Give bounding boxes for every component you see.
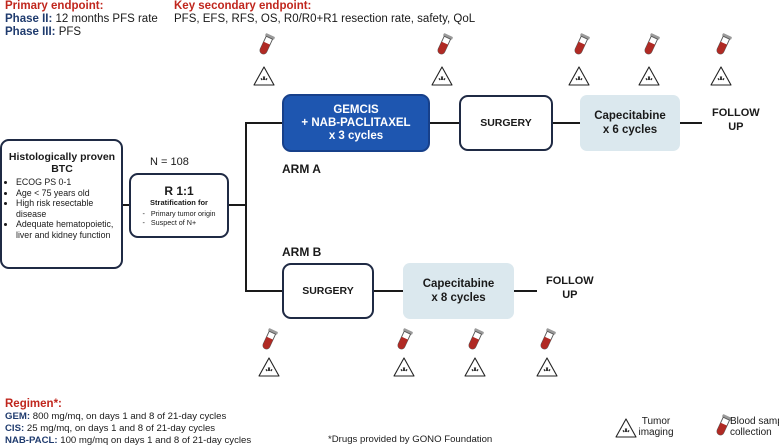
tumor-imaging-icon [568,66,590,86]
connector-branch-vertical [245,122,247,292]
arm-a-chemo-box: GEMCIS + NAB-PACLITAXEL x 3 cycles [282,94,430,152]
blood-tube-icon [434,32,454,57]
phase3-text: PFS [58,26,82,38]
arm-a-chemo-line3: x 3 cycles [328,129,384,142]
arm-b-capecitabine-box: Capecitabine x 8 cycles [403,263,514,319]
connector-a-surgery-cape [553,122,580,124]
arm-b-surgery-label: SURGERY [302,285,354,297]
tumor-imaging-icon [431,66,453,86]
randomization-ratio: R 1:1 [164,183,194,198]
connector-arm-a-start [245,122,282,124]
arm-b-label: ARM B [282,245,322,259]
blood-tube-icon [713,413,733,438]
phase2-label: Phase II: [5,13,53,25]
legend: Tumor imaging Blood sample collection [612,413,779,445]
regimen-section: Regimen*: GEM: 800 mg/mq, on days 1 and … [5,397,251,447]
secondary-endpoint: Key secondary endpoint: PFS, EFS, RFS, O… [174,0,475,26]
connector-a-chemo-surgery [430,122,459,124]
secondary-endpoint-title: Key secondary endpoint: [174,0,312,12]
stratification-title: Stratification for [150,197,208,207]
arm-b-cape-line2: x 8 cycles [431,292,486,304]
phase2-text: 12 months PFS rate [55,13,158,25]
phase3-label: Phase III: [5,26,56,38]
tumor-imaging-icon [710,66,732,86]
connector-a-cape-follow [680,122,702,124]
primary-endpoint-title: Primary endpoint: [5,0,104,12]
arm-a-chemo-line1: GEMCIS [333,103,379,116]
eligibility-item: High risk resectable disease [16,198,117,219]
tumor-imaging-icon [638,66,660,86]
stratification-item: - Suspect of N+ [142,217,197,227]
arm-b-follow-line1: FOLLOW [546,275,594,287]
eligibility-item: ECOG PS 0-1 [16,177,117,188]
blood-tube-icon [571,32,591,57]
blood-tube-icon [537,327,557,352]
connector-elig-rand [122,204,129,206]
eligibility-list: ECOG PS 0-1 Age < 75 years old High risk… [7,177,117,241]
arm-a-follow-up: FOLLOW UP [712,106,760,134]
arm-b-cape-line1: Capecitabine [422,278,495,290]
primary-endpoint: Primary endpoint: Phase II: 12 months PF… [5,0,158,39]
arm-a-label: ARM A [282,162,321,176]
arm-a-cape-line1: Capecitabine [594,110,666,122]
arm-a-surgery-label: SURGERY [480,117,532,129]
eligibility-box: Histologically proven BTC ECOG PS 0-1 Ag… [0,139,123,269]
regimen-text: 100 mg/mq on days 1 and 8 of 21-day cycl… [60,435,252,446]
arm-a-surgery-box: SURGERY [459,95,553,151]
legend-tumor-line1: Tumor [641,416,671,427]
arm-a-follow-line2: UP [728,121,744,133]
arm-b-follow-line2: UP [562,289,578,301]
arm-b-follow-up: FOLLOW UP [546,274,594,302]
tumor-imaging-icon [464,357,486,377]
connector-b-cape-follow [514,290,537,292]
blood-tube-icon [713,32,733,57]
tumor-imaging-icon [393,357,415,377]
eligibility-title: Histologically proven BTC [8,151,116,175]
eligibility-item: Adequate hematopoietic, liver and kidney… [16,219,117,240]
connector-rand-branch [229,204,246,206]
regimen-drug: NAB-PACL: [5,435,58,446]
connector-b-surgery-cape [373,290,403,292]
legend-tumor-line2: imaging [638,427,674,438]
blood-tube-icon [641,32,661,57]
regimen-text: 800 mg/mq, on days 1 and 8 of 21-day cyc… [32,411,227,422]
legend-blood-line1: Blood sample [730,416,779,427]
tumor-imaging-icon [258,357,280,377]
randomization-box: R 1:1 Stratification for - Primary tumor… [129,173,229,238]
tumor-imaging-icon [253,66,275,86]
blood-tube-icon [259,327,279,352]
arm-b-surgery-box: SURGERY [282,263,374,319]
sample-size-label: N = 108 [150,156,189,168]
regimen-text: 25 mg/mq, on days 1 and 8 of 21-day cycl… [26,423,216,434]
regimen-title: Regimen*: [5,398,62,410]
stratification-list: - Primary tumor origin - Suspect of N+ [142,209,215,227]
regimen-drug: CIS: [5,423,25,434]
eligibility-item: Age < 75 years old [16,188,117,199]
arm-a-capecitabine-box: Capecitabine x 6 cycles [580,95,680,151]
legend-tumor-imaging: Tumor imaging [638,416,674,438]
blood-tube-icon [394,327,414,352]
connector-arm-b-start [245,290,282,292]
legend-blood-line2: collection [730,427,772,438]
legend-blood-sample: Blood sample collection [730,416,779,438]
blood-tube-icon [465,327,485,352]
regimen-drug: GEM: [5,411,31,422]
arm-a-follow-line1: FOLLOW [712,107,760,119]
tumor-imaging-icon [536,357,558,377]
tumor-imaging-icon [615,418,637,438]
arm-a-chemo-line2: + NAB-PACLITAXEL [301,116,411,129]
regimen-footnote: *Drugs provided by GONO Foundation [328,434,493,445]
blood-tube-icon [256,32,276,57]
stratification-item: - Primary tumor origin [142,208,216,218]
secondary-endpoint-text: PFS, EFS, RFS, OS, R0/R0+R1 resection ra… [174,13,476,25]
regimen-item: NAB-PACL: 100 mg/mq on days 1 and 8 of 2… [5,435,251,447]
regimen-item: GEM: 800 mg/mq, on days 1 and 8 of 21-da… [5,411,251,423]
arm-a-cape-line2: x 6 cycles [602,124,658,136]
regimen-item: CIS: 25 mg/mq, on days 1 and 8 of 21-day… [5,423,251,435]
